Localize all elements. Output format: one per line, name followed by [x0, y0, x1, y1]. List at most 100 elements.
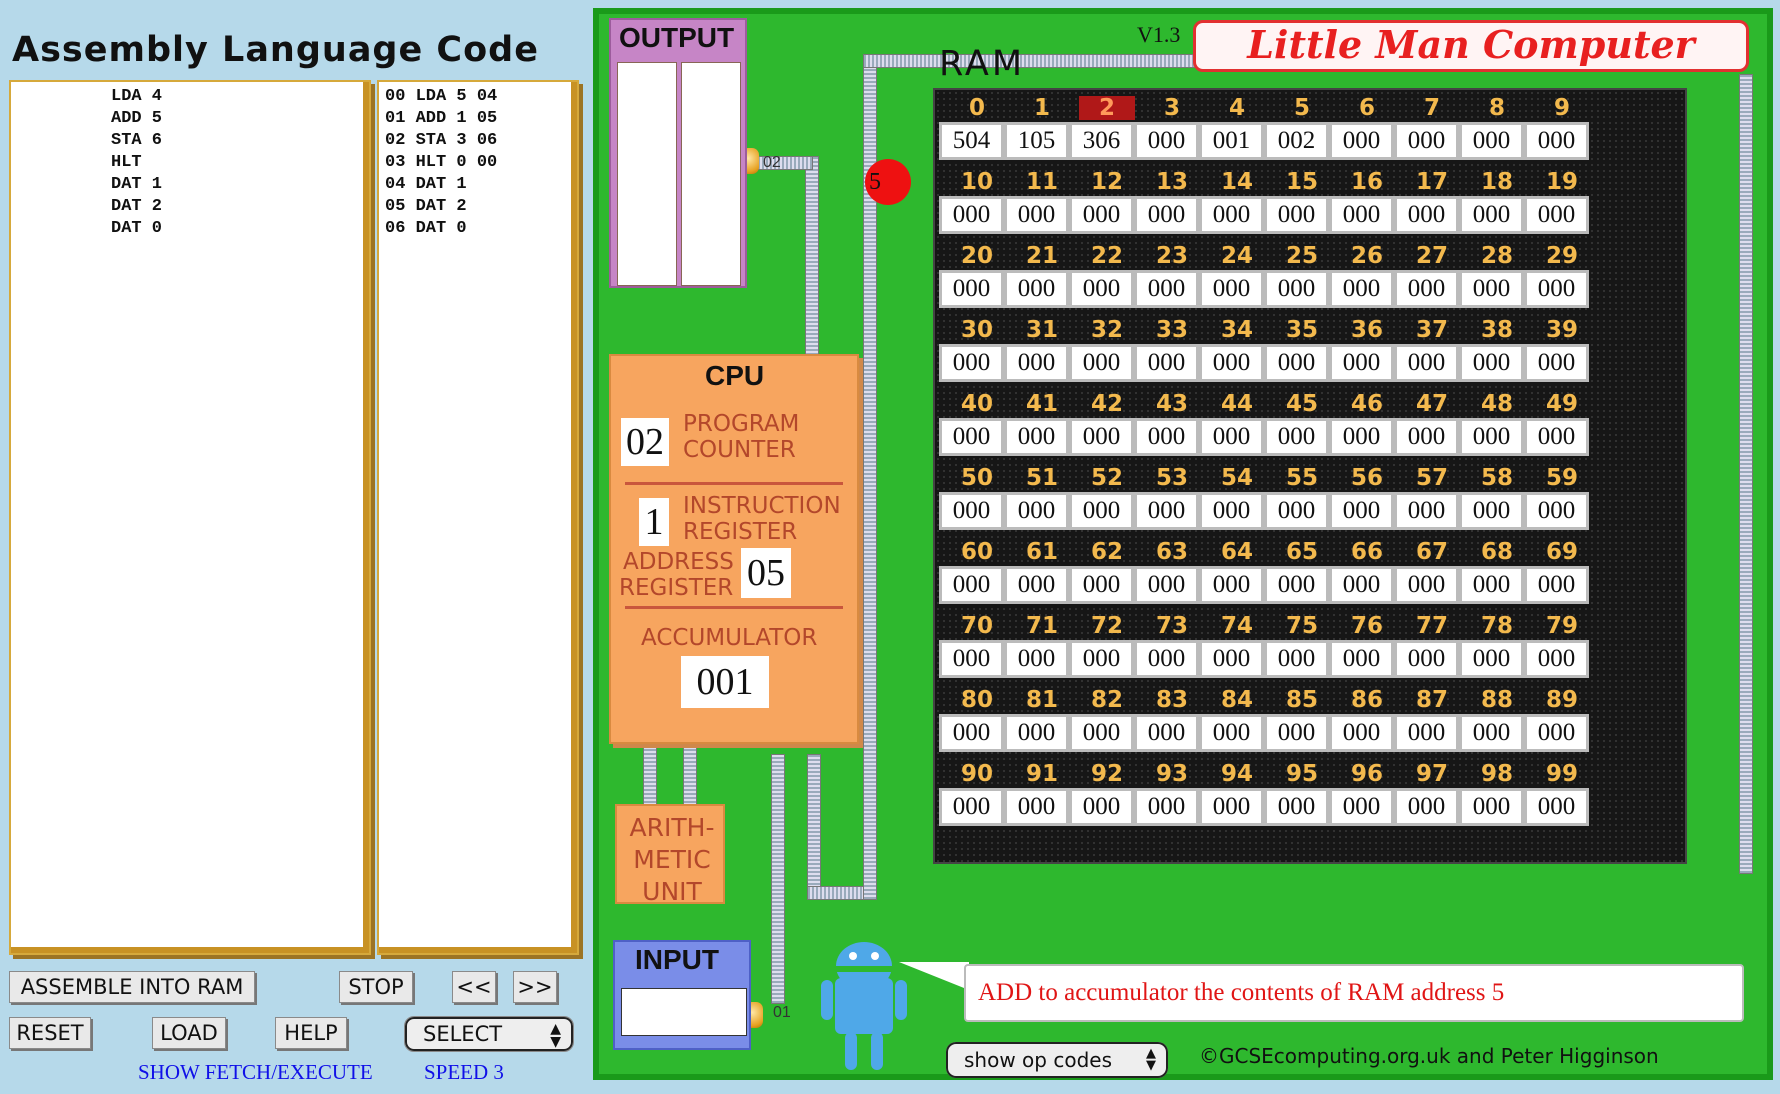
ram-cell[interactable]: 000 — [1264, 566, 1329, 604]
ram-cell[interactable]: 002 — [1264, 122, 1329, 160]
ram-cell[interactable]: 000 — [1329, 344, 1394, 382]
ram-cell[interactable]: 000 — [1199, 270, 1264, 308]
ram-cell[interactable]: 000 — [1329, 640, 1394, 678]
ram-cell[interactable]: 000 — [1199, 196, 1264, 234]
ram-cell[interactable]: 000 — [1394, 714, 1459, 752]
ram-cell[interactable]: 000 — [1394, 270, 1459, 308]
ram-cell[interactable]: 000 — [1394, 566, 1459, 604]
ram-cell[interactable]: 000 — [1004, 418, 1069, 456]
ram-cell[interactable]: 000 — [1329, 122, 1394, 160]
step-forward-button[interactable]: >> — [513, 971, 557, 1003]
ram-cell[interactable]: 000 — [1264, 492, 1329, 530]
ram-cell[interactable]: 000 — [1329, 492, 1394, 530]
ram-cell[interactable]: 000 — [1264, 270, 1329, 308]
ram-cell[interactable]: 001 — [1199, 122, 1264, 160]
example-select[interactable]: SELECT ▲▼ — [404, 1016, 574, 1052]
ram-cell[interactable]: 000 — [1004, 714, 1069, 752]
ram-cell[interactable]: 000 — [939, 418, 1004, 456]
opcode-select[interactable]: show op codes ▲▼ — [946, 1042, 1168, 1078]
fetch-execute-link[interactable]: SHOW FETCH/EXECUTE — [138, 1060, 373, 1084]
ram-cell[interactable]: 000 — [1394, 788, 1459, 826]
ram-cell[interactable]: 000 — [1459, 566, 1524, 604]
ram-cell[interactable]: 000 — [939, 492, 1004, 530]
ram-cell[interactable]: 000 — [1004, 788, 1069, 826]
ram-cell[interactable]: 000 — [1134, 418, 1199, 456]
ram-cell[interactable]: 000 — [1199, 418, 1264, 456]
ram-cell[interactable]: 000 — [1394, 344, 1459, 382]
ram-cell[interactable]: 000 — [939, 344, 1004, 382]
ram-cell[interactable]: 000 — [1459, 122, 1524, 160]
ram-cell[interactable]: 000 — [1069, 714, 1134, 752]
ram-cell[interactable]: 000 — [1329, 566, 1394, 604]
ram-cell[interactable]: 000 — [1329, 270, 1394, 308]
ram-cell[interactable]: 000 — [1524, 788, 1589, 826]
ram-cell[interactable]: 000 — [1394, 640, 1459, 678]
ram-cell[interactable]: 000 — [1004, 196, 1069, 234]
ram-cell[interactable]: 000 — [1459, 418, 1524, 456]
ram-cell[interactable]: 000 — [1459, 196, 1524, 234]
input-field[interactable] — [621, 988, 747, 1036]
ram-cell[interactable]: 000 — [1329, 788, 1394, 826]
step-back-button[interactable]: << — [452, 971, 496, 1003]
ram-cell[interactable]: 000 — [1004, 566, 1069, 604]
ram-cell[interactable]: 000 — [1199, 566, 1264, 604]
help-button[interactable]: HELP — [275, 1017, 347, 1049]
ram-cell[interactable]: 000 — [1524, 640, 1589, 678]
ram-cell[interactable]: 000 — [1524, 492, 1589, 530]
ram-cell[interactable]: 000 — [1004, 640, 1069, 678]
ram-cell[interactable]: 504 — [939, 122, 1004, 160]
ram-cell[interactable]: 000 — [1264, 344, 1329, 382]
ram-cell[interactable]: 000 — [1004, 492, 1069, 530]
ram-cell[interactable]: 000 — [939, 640, 1004, 678]
ram-cell[interactable]: 000 — [1459, 788, 1524, 826]
ram-cell[interactable]: 000 — [1134, 344, 1199, 382]
ram-cell[interactable]: 000 — [1069, 566, 1134, 604]
ram-cell[interactable]: 000 — [1329, 714, 1394, 752]
ram-cell[interactable]: 000 — [1134, 566, 1199, 604]
ram-cell[interactable]: 000 — [1134, 640, 1199, 678]
reset-button[interactable]: RESET — [9, 1017, 91, 1049]
ram-cell[interactable]: 000 — [1004, 344, 1069, 382]
speed-link[interactable]: SPEED 3 — [424, 1060, 504, 1084]
ram-cell[interactable]: 000 — [1134, 788, 1199, 826]
ram-cell[interactable]: 000 — [939, 788, 1004, 826]
ram-cell[interactable]: 000 — [1524, 270, 1589, 308]
ram-cell[interactable]: 000 — [1069, 788, 1134, 826]
ram-cell[interactable]: 000 — [1199, 492, 1264, 530]
ram-cell[interactable]: 000 — [1459, 270, 1524, 308]
ram-cell[interactable]: 000 — [1524, 714, 1589, 752]
ram-cell[interactable]: 000 — [1459, 640, 1524, 678]
ram-cell[interactable]: 000 — [1134, 270, 1199, 308]
ram-cell[interactable]: 000 — [1329, 196, 1394, 234]
ram-cell[interactable]: 000 — [1004, 270, 1069, 308]
ram-cell[interactable]: 000 — [1264, 640, 1329, 678]
ram-cell[interactable]: 000 — [1069, 492, 1134, 530]
ram-cell[interactable]: 000 — [939, 270, 1004, 308]
ram-cell[interactable]: 000 — [939, 196, 1004, 234]
ram-cell[interactable]: 000 — [1394, 196, 1459, 234]
ram-cell[interactable]: 000 — [1394, 122, 1459, 160]
ram-cell[interactable]: 000 — [1394, 418, 1459, 456]
ram-cell[interactable]: 000 — [1264, 714, 1329, 752]
ram-cell[interactable]: 000 — [1329, 418, 1394, 456]
ram-cell[interactable]: 000 — [1264, 788, 1329, 826]
ram-cell[interactable]: 000 — [1264, 196, 1329, 234]
ram-cell[interactable]: 000 — [939, 714, 1004, 752]
ram-cell[interactable]: 000 — [1134, 122, 1199, 160]
ram-cell[interactable]: 000 — [1134, 714, 1199, 752]
ram-cell[interactable]: 000 — [1199, 640, 1264, 678]
ram-cell[interactable]: 306 — [1069, 122, 1134, 160]
ram-cell[interactable]: 000 — [1459, 714, 1524, 752]
ram-cell[interactable]: 000 — [1069, 270, 1134, 308]
stop-button[interactable]: STOP — [339, 971, 413, 1003]
ram-cell[interactable]: 105 — [1004, 122, 1069, 160]
ram-cell[interactable]: 000 — [1524, 196, 1589, 234]
ram-cell[interactable]: 000 — [1069, 640, 1134, 678]
ram-cell[interactable]: 000 — [1069, 196, 1134, 234]
ram-cell[interactable]: 000 — [1264, 418, 1329, 456]
ram-cell[interactable]: 000 — [1069, 344, 1134, 382]
ram-cell[interactable]: 000 — [1459, 344, 1524, 382]
ram-cell[interactable]: 000 — [1069, 418, 1134, 456]
